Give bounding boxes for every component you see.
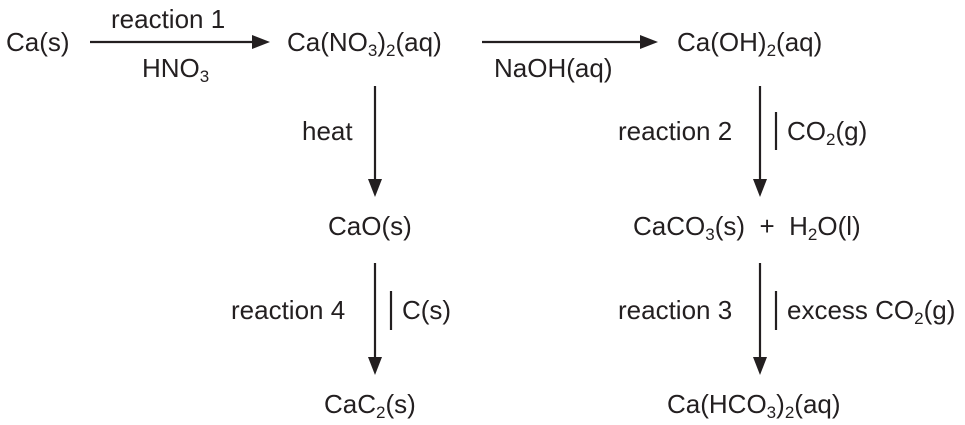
arrowhead-cao-to-cac2 [368, 357, 382, 375]
arrowhead-ca-to-nitrate [252, 35, 270, 49]
reagent-carbon: C(s) [402, 295, 452, 325]
species-calcium: Ca(s) [6, 27, 70, 57]
label-reaction-3: reaction 3 [618, 295, 733, 325]
reagent-carbon-dioxide: CO2(g) [787, 116, 868, 150]
arrowhead-nitrate-to-cao [368, 179, 382, 197]
species-calcium-carbide: CaC2(s) [324, 389, 416, 423]
label-reaction-2: reaction 2 [618, 116, 733, 146]
reagent-nitric-acid: HNO3 [142, 53, 210, 87]
label-reaction-4: reaction 4 [231, 295, 346, 325]
species-calcium-bicarbonate: Ca(HCO3)2(aq) [667, 389, 841, 423]
label-reaction-1: reaction 1 [111, 4, 226, 34]
arrowhead-nitrate-to-hydroxide [640, 35, 658, 49]
arrowhead-hydroxide-to-caco3 [753, 179, 767, 197]
species-calcium-oxide: CaO(s) [328, 211, 412, 241]
reagent-sodium-hydroxide: NaOH(aq) [494, 53, 613, 83]
arrowhead-caco3-to-bicarbonate [753, 357, 767, 375]
species-calcium-hydroxide: Ca(OH)2(aq) [677, 27, 823, 61]
species-calcium-carbonate-water: CaCO3(s) + H2O(l) [633, 211, 861, 245]
condition-heat: heat [302, 116, 353, 146]
species-calcium-nitrate: Ca(NO3)2(aq) [287, 27, 442, 61]
reagent-excess-carbon-dioxide: excess CO2(g) [787, 295, 956, 329]
